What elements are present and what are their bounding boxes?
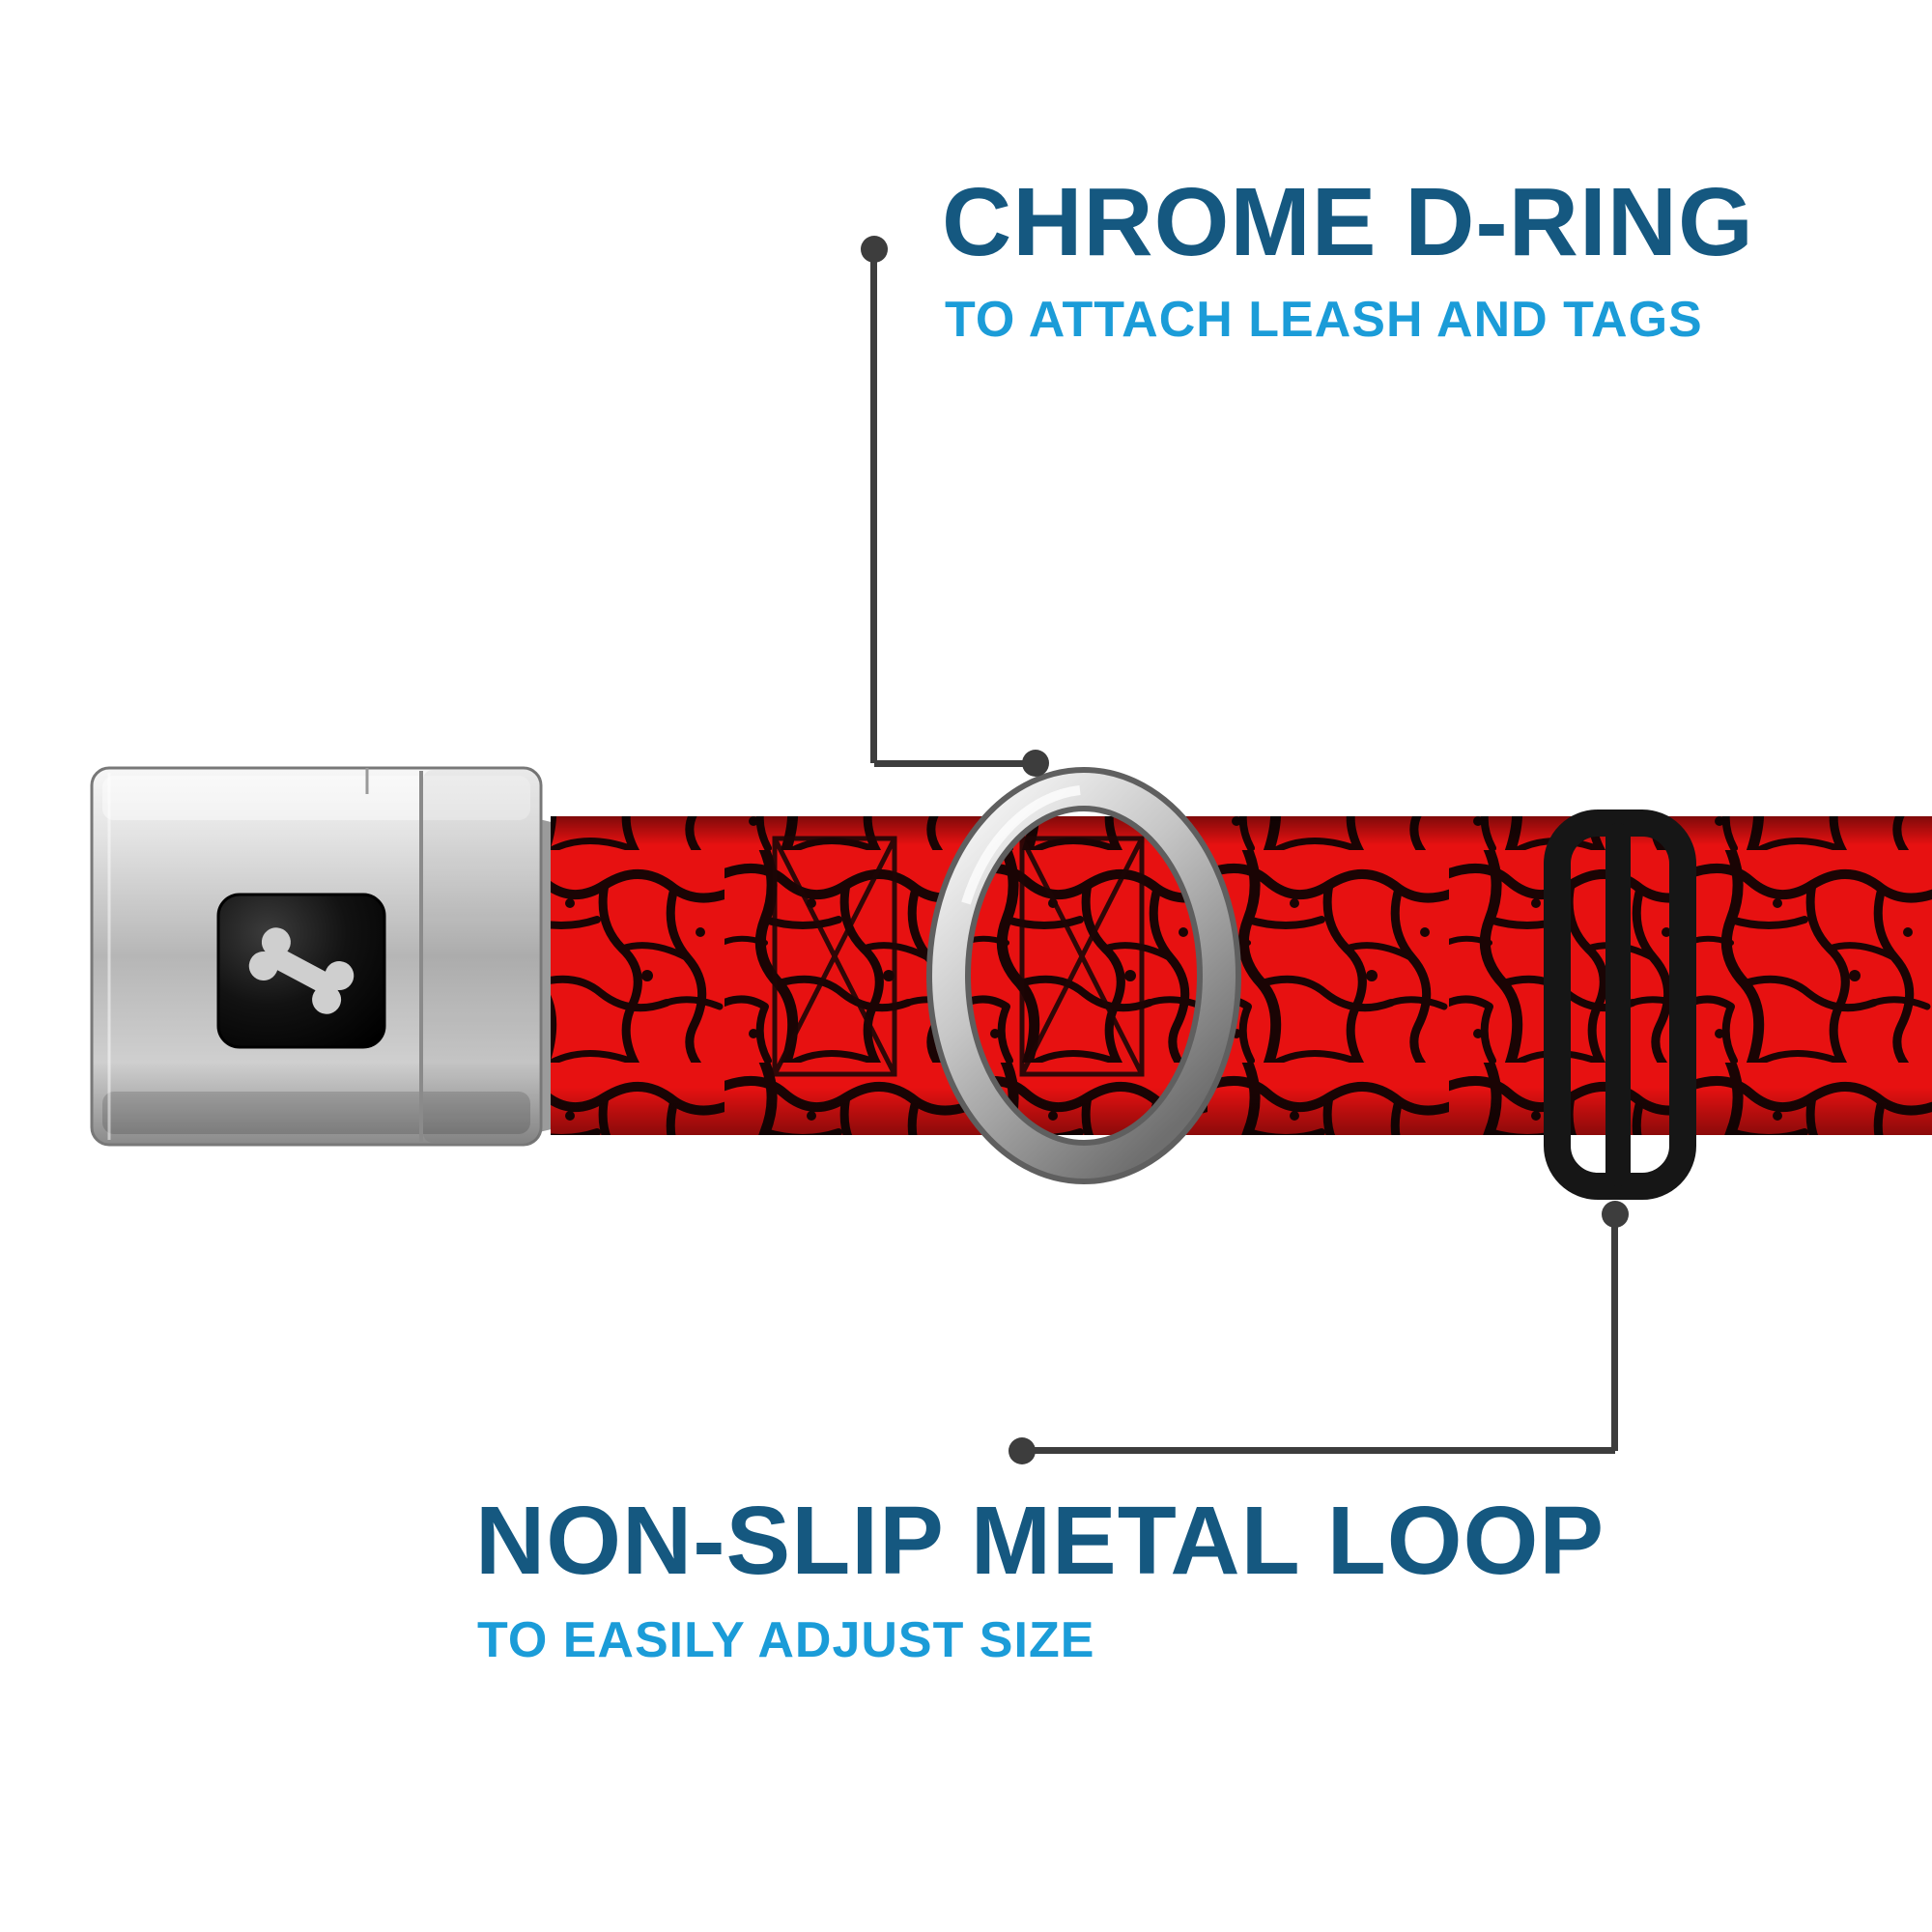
dog-bone-icon	[248, 927, 355, 1014]
d-ring-title: CHROME D-RING	[942, 168, 1754, 276]
callout-dot-dring-end	[1022, 750, 1049, 777]
callout-line-dring-horizontal	[874, 760, 1036, 767]
metal-loop-title: NON-SLIP METAL LOOP	[475, 1487, 1605, 1595]
callout-line-loop-horizontal	[1022, 1447, 1615, 1454]
metal-loop-subtitle: TO EASILY ADJUST SIZE	[477, 1612, 1095, 1668]
chrome-d-ring	[926, 767, 1241, 1184]
callout-line-dring-vertical	[870, 249, 877, 763]
slide-adjuster	[1544, 810, 1696, 1200]
callout-dot-loop-end	[1009, 1437, 1036, 1464]
stitch-box-left	[772, 836, 897, 1077]
d-ring-subtitle: TO ATTACH LEASH AND TAGS	[945, 292, 1703, 348]
callout-line-loop-vertical	[1611, 1214, 1618, 1451]
seatbelt-buckle	[90, 766, 543, 1147]
stitch-box-right	[1019, 836, 1145, 1077]
